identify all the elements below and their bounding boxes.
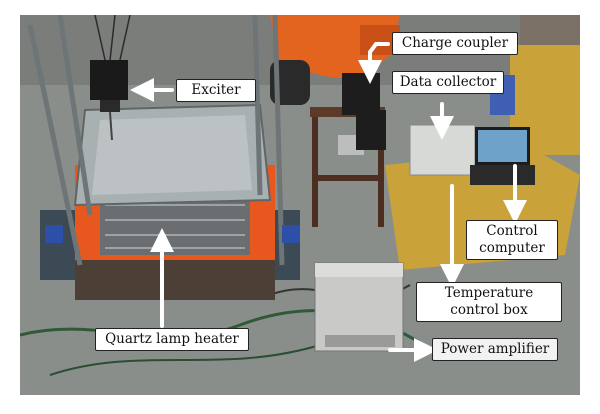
data-collector-unit	[409, 124, 476, 176]
lamp-tubes	[105, 204, 245, 249]
label-data-collector: Data collector	[392, 71, 504, 94]
suspension-cables	[94, 15, 131, 61]
label-control-computer: Control computer	[466, 220, 558, 260]
label-power-amplifier: Power amplifier	[432, 338, 558, 361]
clamp	[45, 225, 63, 243]
label-charge-coupler: Charge coupler	[392, 32, 518, 55]
forklift-wheel	[270, 60, 310, 105]
label-quartz-lamp-heater: Quartz lamp heater	[95, 328, 249, 351]
label-exciter: Exciter	[176, 79, 256, 102]
label-temperature-control-box: Temperature control box	[416, 282, 562, 322]
charge-coupler-device	[342, 73, 380, 115]
exciter-device	[90, 60, 128, 100]
right-shelf	[520, 15, 580, 45]
data-collector-device	[356, 110, 386, 150]
frame-rods	[27, 15, 285, 266]
clamp	[282, 225, 300, 243]
floor-cable	[49, 344, 321, 376]
keyboard	[470, 165, 535, 185]
